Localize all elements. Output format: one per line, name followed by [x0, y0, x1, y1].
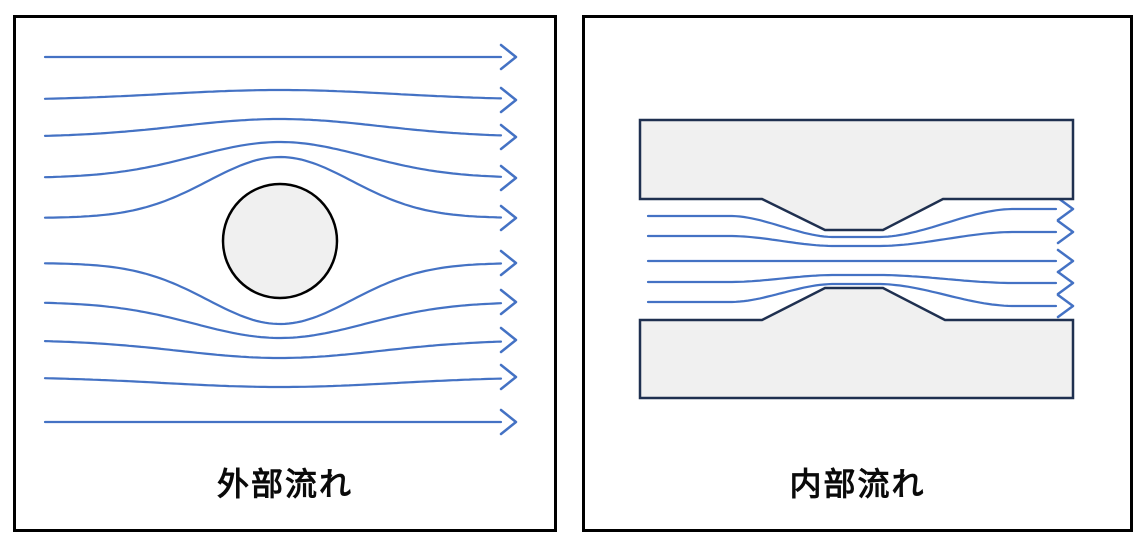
streamline [43, 117, 503, 138]
arrowhead-icon [499, 43, 518, 71]
arrowhead-icon [499, 288, 518, 316]
streamline [646, 282, 1058, 308]
streamline [43, 377, 503, 389]
arrowhead-icon [1056, 293, 1075, 319]
arrowhead-icon [499, 408, 518, 436]
internal-flow-caption: 内部流れ [789, 466, 926, 502]
arrowhead-icon [1056, 270, 1075, 296]
internal-flow-diagram [638, 118, 1075, 400]
arrowhead-icon [1056, 196, 1075, 222]
arrowhead-icon [499, 86, 518, 114]
external-flow-caption: 外部流れ [216, 466, 353, 502]
channel-wall-bottom [638, 286, 1075, 400]
arrowhead-icon [1056, 219, 1075, 245]
arrowhead-icon [499, 363, 518, 391]
streamline [43, 262, 503, 326]
arrowhead-icon [1056, 248, 1075, 274]
external-flow-diagram [43, 43, 518, 436]
arrowhead-icon [499, 249, 518, 277]
arrowhead-icon [499, 204, 518, 232]
streamline [43, 301, 503, 340]
arrowhead-icon [499, 123, 518, 151]
streamline [646, 273, 1058, 285]
cylinder-obstacle [221, 182, 339, 300]
streamline [646, 230, 1058, 248]
arrowhead-icon [499, 326, 518, 354]
streamline [43, 340, 503, 360]
arrowhead-icon [499, 164, 518, 192]
internal-flow-panel: 内部流れ [582, 15, 1133, 532]
streamline [43, 140, 503, 179]
streamline [43, 88, 503, 100]
channel-wall-top [638, 118, 1075, 232]
external-flow-panel: 外部流れ [13, 15, 557, 532]
streamline [43, 155, 503, 219]
streamline [646, 207, 1058, 239]
